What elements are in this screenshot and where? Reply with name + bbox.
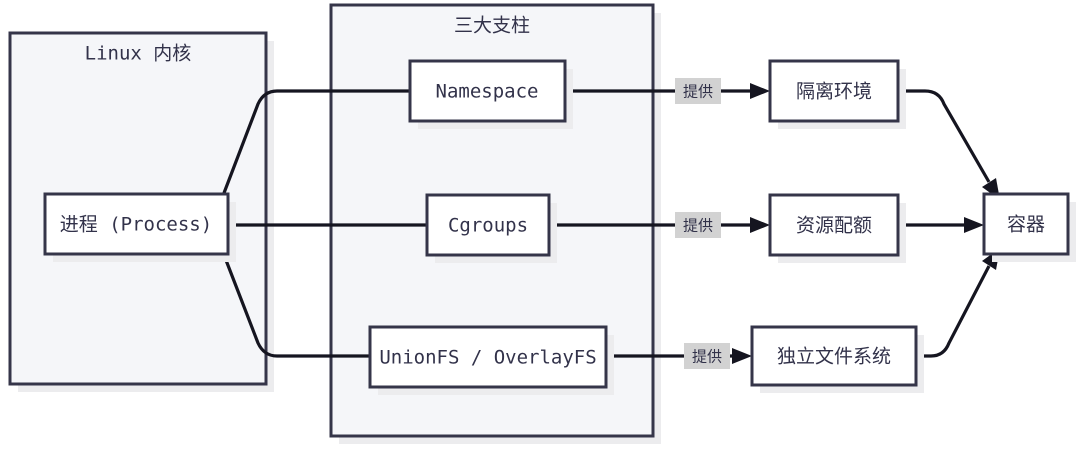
arrowhead-resource-quota bbox=[750, 217, 770, 233]
node-label-process: 进程 (Process) bbox=[60, 214, 212, 236]
node-container[interactable]: 容器 bbox=[982, 192, 1076, 262]
node-label-unionfs: UnionFS / OverlayFS bbox=[379, 347, 596, 369]
edge-label-provides-quota: 提供 bbox=[675, 212, 721, 238]
edge-label-bg-provides-isolation bbox=[675, 78, 721, 104]
edge-label-text-provides-isolation: 提供 bbox=[683, 83, 713, 101]
edge-label-bg-provides-quota bbox=[675, 212, 721, 238]
node-label-namespace: Namespace bbox=[436, 81, 539, 103]
edge-isolated-env-to-container bbox=[898, 89, 991, 183]
node-process[interactable]: 进程 (Process) bbox=[43, 192, 236, 262]
edge-label-text-provides-quota: 提供 bbox=[683, 217, 713, 235]
node-namespace[interactable]: Namespace bbox=[408, 59, 573, 129]
node-resource-quota[interactable]: 资源配额 bbox=[768, 193, 906, 263]
edge-process-to-unionfs bbox=[222, 254, 370, 358]
node-label-independent-fs: 独立文件系统 bbox=[777, 346, 891, 368]
node-cgroups[interactable]: Cgroups bbox=[425, 193, 557, 263]
node-rect-unionfs bbox=[368, 325, 608, 389]
arrowhead-isolated-env bbox=[750, 83, 770, 99]
edge-group-process-to-pillars bbox=[222, 89, 427, 358]
edge-label-provides-isolation: 提供 bbox=[675, 78, 721, 104]
node-rect-process bbox=[43, 192, 230, 256]
node-isolated-env[interactable]: 隔离环境 bbox=[768, 59, 906, 129]
cluster-label-three-pillars: 三大支柱 bbox=[454, 15, 530, 37]
node-label-isolated-env: 隔离环境 bbox=[796, 81, 872, 103]
node-unionfs[interactable]: UnionFS / OverlayFS bbox=[368, 325, 614, 395]
edge-label-provides-fs: 提供 bbox=[684, 343, 730, 369]
node-label-resource-quota: 资源配额 bbox=[796, 215, 872, 237]
arrowhead-independent-fs bbox=[732, 348, 752, 364]
edge-label-bg-provides-fs bbox=[684, 343, 730, 369]
edge-label-text-provides-fs: 提供 bbox=[692, 348, 722, 366]
node-rect-container bbox=[982, 192, 1070, 256]
node-rect-independent-fs bbox=[750, 325, 918, 387]
node-rect-cgroups bbox=[425, 193, 551, 257]
edge-process-to-namespace bbox=[222, 89, 410, 194]
cluster-label-linux-kernel: Linux 内核 bbox=[85, 43, 192, 65]
edge-independent-fs-to-container bbox=[916, 265, 991, 358]
node-independent-fs[interactable]: 独立文件系统 bbox=[750, 325, 924, 393]
node-label-container: 容器 bbox=[1007, 214, 1045, 236]
node-rect-isolated-env bbox=[768, 59, 900, 123]
node-label-cgroups: Cgroups bbox=[448, 215, 528, 237]
node-rect-namespace bbox=[408, 59, 567, 123]
node-rect-resource-quota bbox=[768, 193, 900, 257]
arrowhead-container-from-quota bbox=[964, 217, 984, 233]
